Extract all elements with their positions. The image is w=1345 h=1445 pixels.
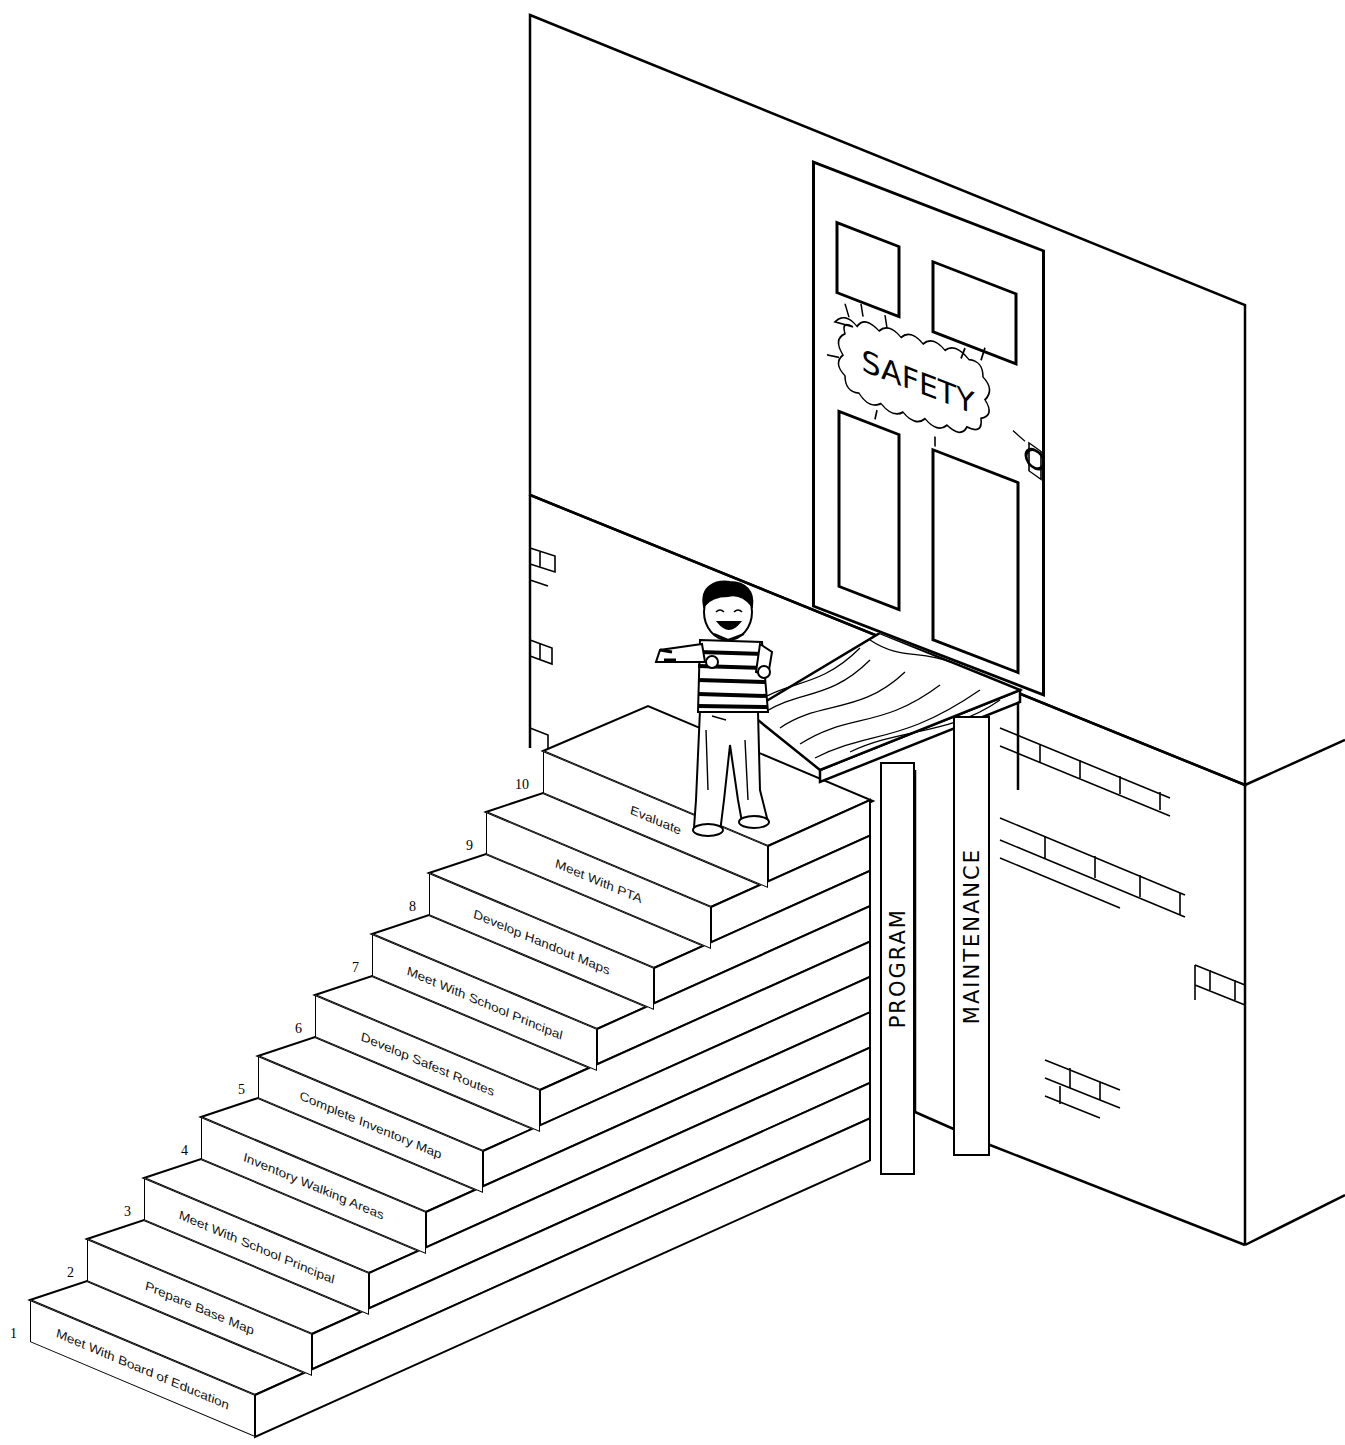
brick-sketch — [1045, 1060, 1120, 1118]
boy-arm — [756, 644, 772, 676]
wall-corner — [1245, 1195, 1345, 1245]
callout-number: 6 — [295, 1021, 302, 1037]
safety-door: SAFETY — [812, 160, 1045, 697]
shirt-collar — [714, 634, 744, 640]
brick-sketch — [1000, 818, 1185, 917]
door-panel — [933, 262, 1016, 364]
boy-shirt — [698, 640, 768, 712]
boy-head — [704, 584, 752, 640]
callout-number: 8 — [409, 899, 416, 915]
wall-edge — [1244, 785, 1247, 1245]
post-label: PROGRAM — [886, 908, 910, 1028]
door-panel — [839, 411, 899, 609]
boy-figure — [656, 582, 772, 836]
boy-arm — [656, 644, 705, 662]
burst-outline — [835, 302, 990, 451]
post-label: MAINTENANCE — [960, 848, 984, 1024]
door-plate — [1029, 443, 1041, 480]
staircase — [30, 706, 873, 1437]
callout-number: 1 — [10, 1326, 17, 1342]
callout-number: 2 — [67, 1265, 74, 1281]
brick-sketch — [530, 548, 555, 586]
wall-corner — [1245, 740, 1345, 785]
boy-shoe — [739, 816, 769, 828]
support-post: PROGRAM — [880, 762, 915, 1175]
callout-number: 3 — [124, 1204, 131, 1220]
door-sign: SAFETY — [862, 343, 975, 422]
brick-sketch — [530, 640, 552, 664]
brick-sketch — [530, 728, 548, 748]
boy-hair — [703, 582, 752, 606]
door-detail — [827, 219, 1042, 683]
boy-hand — [706, 656, 718, 668]
boy-eyes — [716, 610, 742, 612]
boy-hand — [758, 666, 770, 678]
callout-number: 4 — [181, 1143, 188, 1159]
door-panels — [815, 164, 1042, 693]
wall-edge — [529, 495, 532, 748]
opening-edge — [1017, 700, 1020, 790]
shirt-stripes — [698, 652, 768, 707]
brick-sketch — [1195, 965, 1245, 1005]
arm-stripes — [660, 650, 676, 660]
boy-pants — [694, 710, 768, 832]
brick-sketch — [1000, 728, 1170, 816]
callout-number: 7 — [352, 960, 359, 976]
pants-seams — [706, 716, 748, 800]
door-panel — [837, 223, 899, 317]
step-label: Evaluate — [630, 801, 681, 837]
callout-number: 5 — [238, 1082, 245, 1098]
door-panel — [933, 450, 1018, 673]
callout-number: 9 — [466, 838, 473, 854]
support-post: MAINTENANCE — [953, 716, 990, 1156]
upper-wall — [530, 15, 1245, 785]
building — [530, 15, 1345, 1245]
boy-mouth — [718, 622, 740, 629]
callout-number: 10 — [515, 777, 529, 793]
floor-line — [990, 1145, 1245, 1245]
burst-marks — [827, 287, 1025, 481]
